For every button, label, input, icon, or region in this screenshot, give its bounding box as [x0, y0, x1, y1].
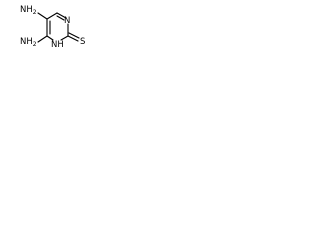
chemical-structure-diagram: NH2 NH2 N NH S [20, 5, 85, 50]
atom-n-ring: N [64, 16, 70, 26]
bond-c-top-n-double [56, 15, 65, 21]
bond-c4-nh2-left [37, 35, 48, 43]
bond-nh-c4 [46, 35, 54, 41]
atom-nh2-left: NH2 [20, 37, 37, 48]
atom-nh-ring: NH [51, 40, 64, 50]
atom-s: S [80, 37, 85, 47]
bond-c2-s [67, 35, 79, 42]
bond-c5-nh2-top [37, 12, 48, 20]
bond-c2-s-double [68, 32, 80, 39]
bond-c2-nh [60, 35, 69, 41]
bond-c-top-n [56, 12, 67, 19]
atom-nh2-top: NH2 [20, 5, 37, 16]
bond-c5-c-top [46, 12, 58, 20]
